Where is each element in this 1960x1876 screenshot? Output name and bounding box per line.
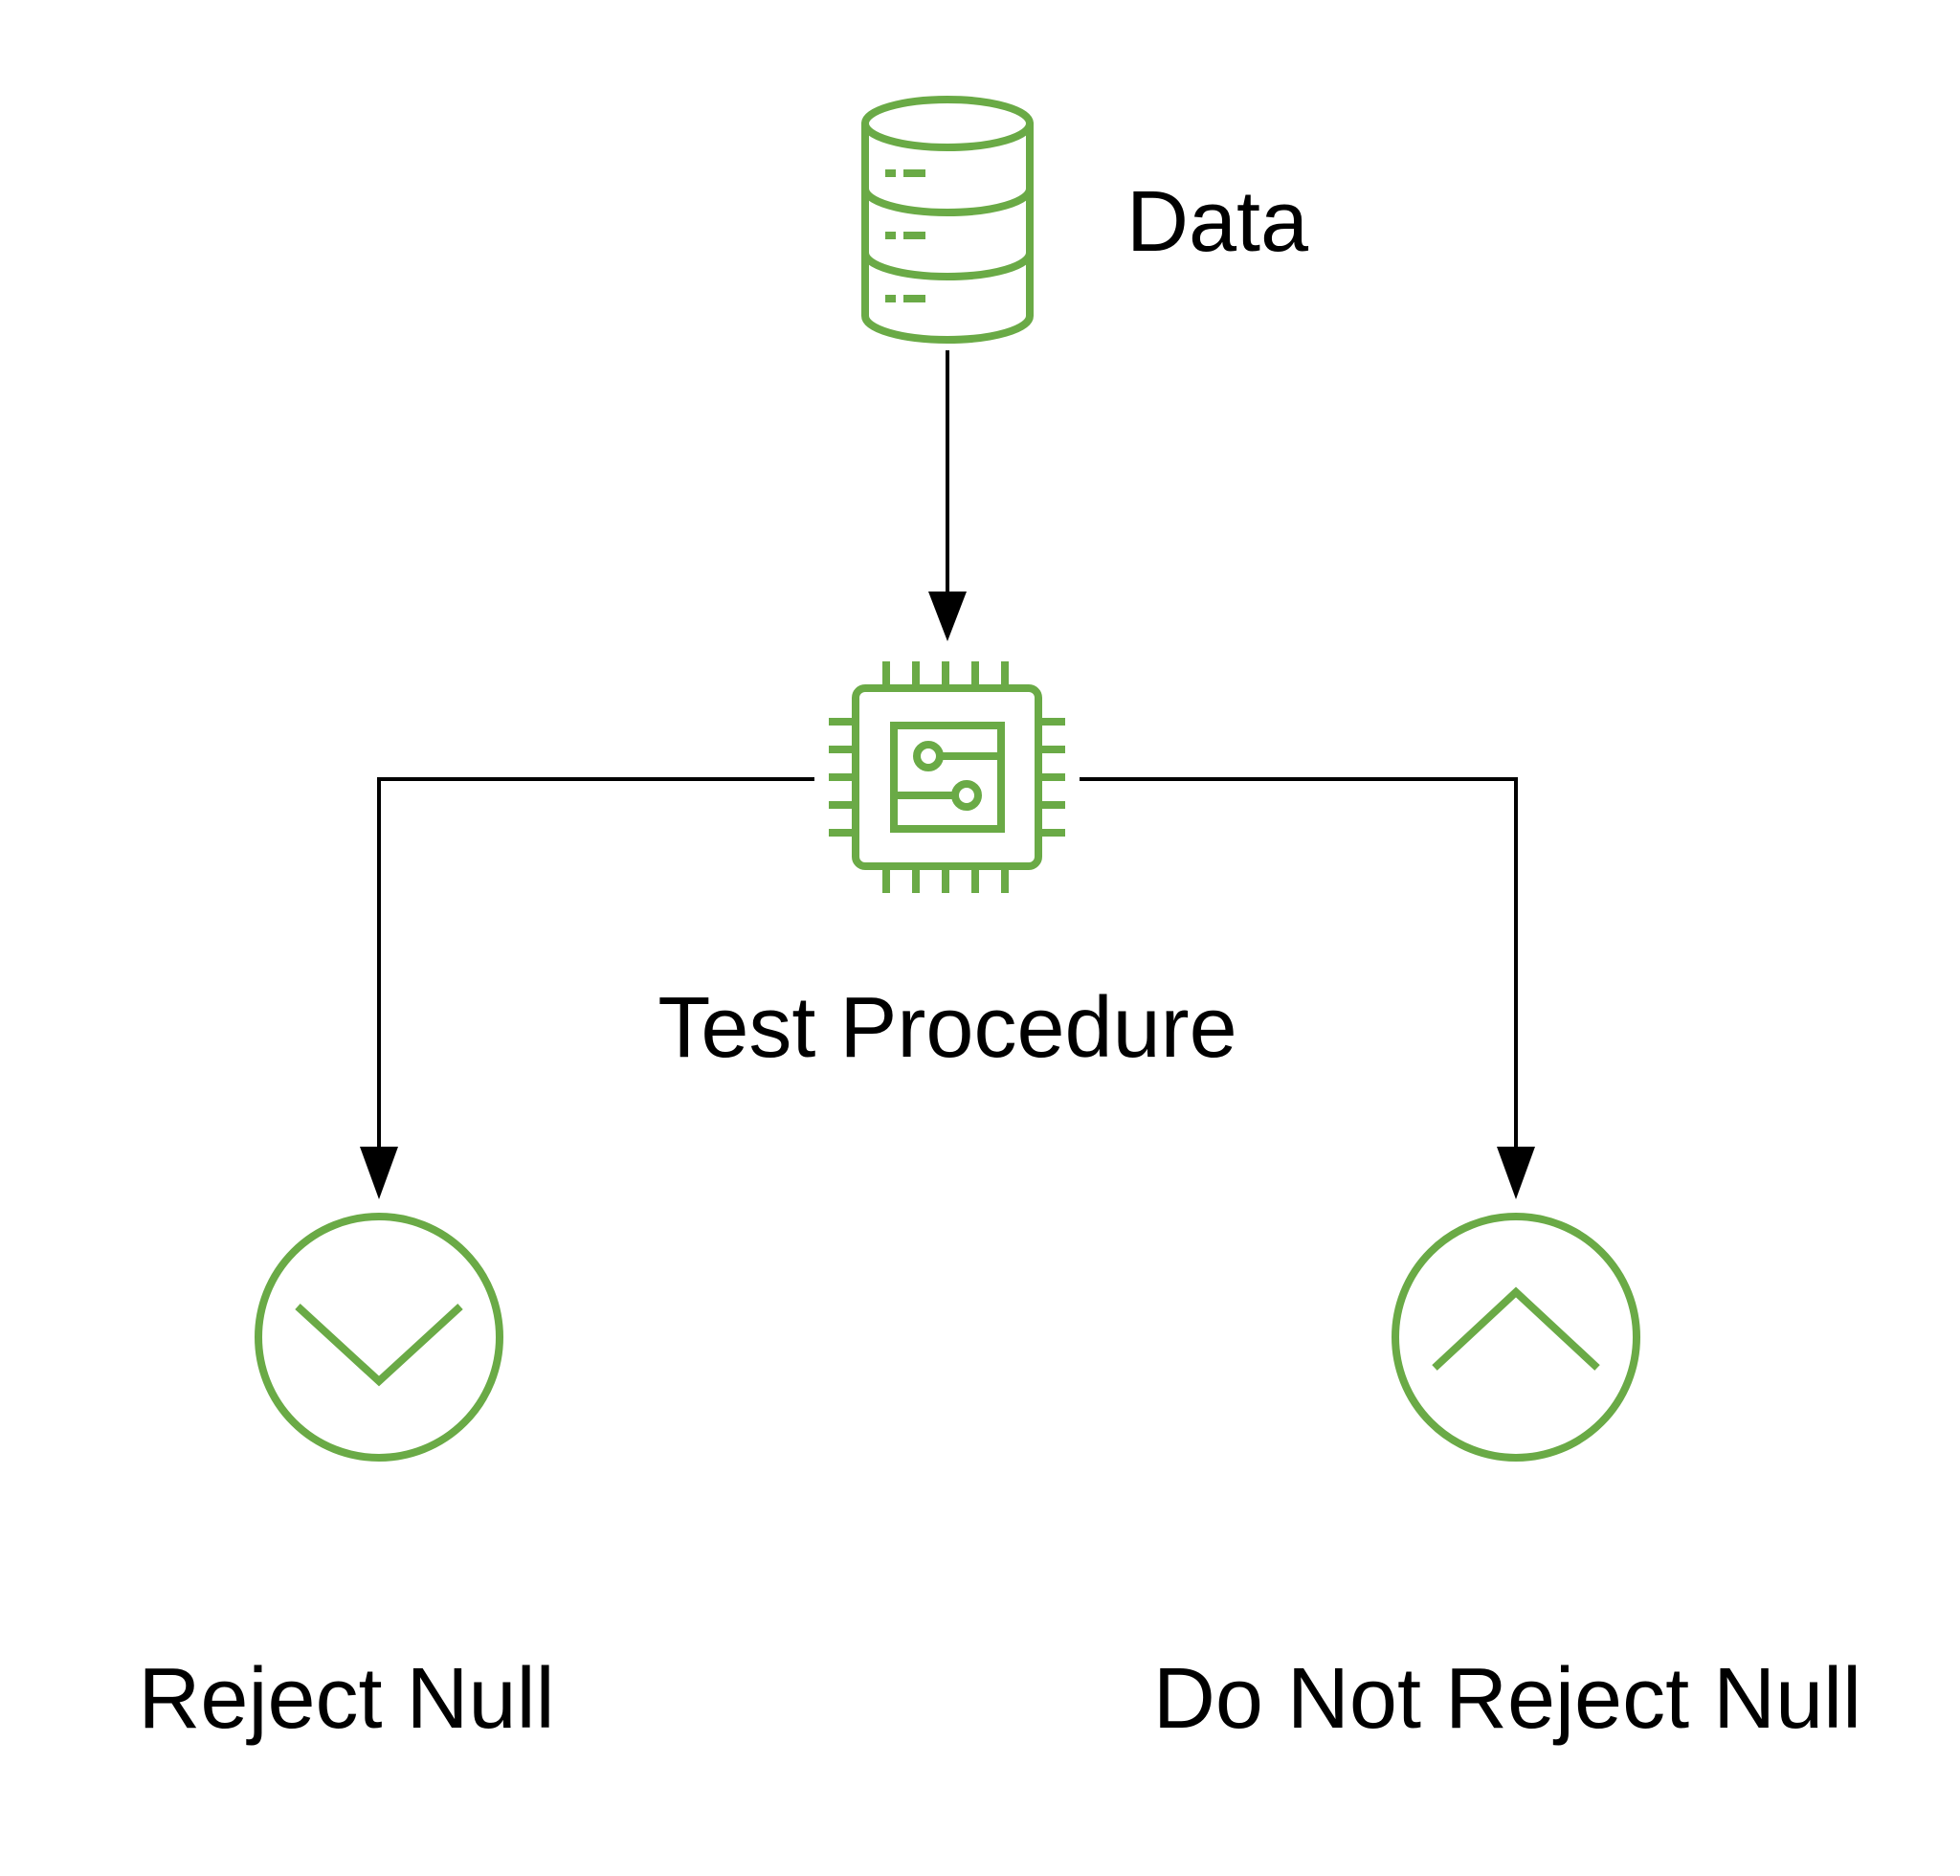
reject-null-label: Reject Null: [138, 1651, 554, 1747]
do-not-reject-null-label: Do Not Reject Null: [1153, 1651, 1861, 1747]
database-icon: [861, 96, 1034, 344]
arrow-test-to-not-reject: [1080, 777, 1535, 1199]
test-procedure-label: Test Procedure: [657, 980, 1236, 1076]
data-label: Data: [1126, 174, 1309, 270]
chip-icon: [829, 661, 1065, 893]
chevron-up-circle-icon: [1392, 1213, 1640, 1462]
chevron-down-circle-icon: [255, 1213, 503, 1462]
arrow-test-to-reject: [360, 777, 814, 1199]
arrow-data-to-test: [928, 350, 967, 641]
